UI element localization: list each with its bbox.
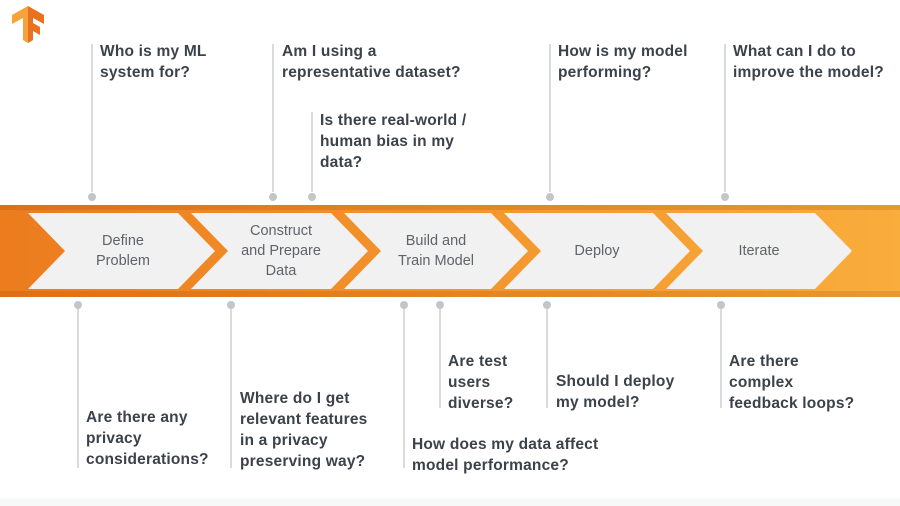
connector-dot-bottom-3 bbox=[400, 301, 408, 309]
connector-line-bottom-6 bbox=[720, 309, 722, 408]
chevron-construct-data bbox=[191, 213, 368, 289]
step-label-iterate: Iterate bbox=[738, 243, 780, 259]
workflow-banner bbox=[0, 205, 900, 297]
question-test-users-diverse: Are test users diverse? bbox=[448, 353, 514, 412]
connector-dot-bottom-6 bbox=[717, 301, 725, 309]
connector-line-top-1 bbox=[91, 44, 93, 192]
connector-line-bottom-5 bbox=[546, 309, 548, 408]
connector-dot-bottom-1 bbox=[74, 301, 82, 309]
step-label-build-train: Build and Train Model bbox=[397, 233, 475, 269]
question-privacy-considerations: Are there any privacy considerations? bbox=[86, 409, 209, 468]
step-label-deploy: Deploy bbox=[574, 243, 620, 259]
question-real-world-bias: Is there real-world / human bias in my d… bbox=[320, 112, 467, 171]
connector-line-bottom-2 bbox=[230, 309, 232, 468]
connector-dot-top-5 bbox=[721, 193, 729, 201]
connector-line-top-4 bbox=[549, 44, 551, 192]
connector-line-bottom-4 bbox=[439, 309, 441, 408]
tensorflow-logo-icon bbox=[12, 6, 44, 43]
connector-dot-top-4 bbox=[546, 193, 554, 201]
question-data-affect-performance: How does my data affect model performanc… bbox=[412, 436, 599, 474]
step-label-define-problem: Define Problem bbox=[96, 233, 150, 269]
connector-line-bottom-1 bbox=[77, 309, 79, 468]
connector-line-bottom-3 bbox=[403, 309, 405, 468]
chevron-build-train bbox=[344, 213, 528, 289]
connector-line-top-3 bbox=[311, 112, 313, 192]
question-representative-dataset: Am I using a representative dataset? bbox=[282, 43, 461, 81]
step-label-construct-data: Construct and Prepare Data bbox=[241, 223, 321, 279]
connector-dot-bottom-2 bbox=[227, 301, 235, 309]
question-model-performing: How is my model performing? bbox=[558, 43, 688, 81]
question-feedback-loops: Are there complex feedback loops? bbox=[729, 353, 855, 412]
chevron-define-problem bbox=[28, 213, 215, 289]
footer-strip bbox=[0, 498, 900, 506]
question-relevant-features: Where do I get relevant features in a pr… bbox=[240, 390, 368, 470]
question-improve-model: What can I do to improve the model? bbox=[733, 43, 884, 81]
chevron-iterate bbox=[666, 213, 852, 289]
connector-line-top-2 bbox=[272, 44, 274, 192]
question-who-is-ml-system-for: Who is my ML system for? bbox=[100, 43, 207, 81]
connector-dot-bottom-5 bbox=[543, 301, 551, 309]
connector-dot-top-2 bbox=[269, 193, 277, 201]
chevron-deploy bbox=[504, 213, 690, 289]
connector-dot-bottom-4 bbox=[436, 301, 444, 309]
connector-line-top-5 bbox=[724, 44, 726, 192]
connector-dot-top-1 bbox=[88, 193, 96, 201]
connector-dot-top-3 bbox=[308, 193, 316, 201]
question-should-deploy: Should I deploy my model? bbox=[556, 373, 675, 411]
